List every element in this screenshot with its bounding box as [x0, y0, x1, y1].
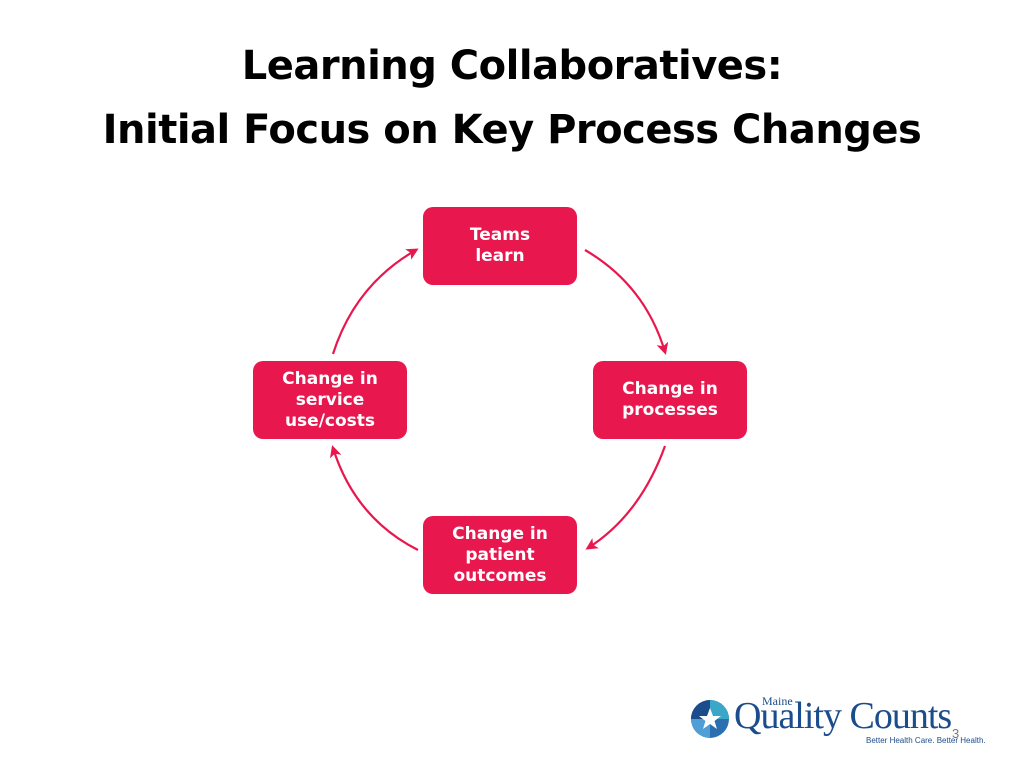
arrow-top-to-right [584, 249, 669, 355]
logo-globe-star-icon [691, 700, 729, 738]
arrow-right-to-bottom [585, 445, 667, 550]
title-line-1: Learning Collaboratives: [241, 43, 783, 89]
slide-title: Learning Collaboratives: Initial Focus o… [0, 34, 1024, 162]
node-teams-learn: Teams learn [423, 207, 577, 285]
logo-small-text: Maine [762, 694, 793, 708]
logo-tagline: Better Health Care. Better Health. [866, 736, 986, 745]
arrow-bottom-to-left [329, 445, 419, 551]
node-teams-learn-label: Teams learn [469, 225, 531, 266]
node-change-in-service-use-costs: Change in service use/costs [253, 361, 407, 439]
maine-quality-counts-logo: Maine Quality Counts Better Health Care.… [690, 694, 1000, 750]
node-change-in-processes-label: Change in processes [622, 379, 718, 420]
arrow-left-to-top [331, 248, 419, 355]
node-change-in-service-use-costs-label: Change in service use/costs [282, 368, 378, 431]
node-change-in-processes: Change in processes [593, 361, 747, 439]
node-change-in-patient-outcomes-label: Change in patient outcomes [452, 523, 548, 586]
logo-name-text: Quality Counts [734, 695, 952, 737]
title-line-2: Initial Focus on Key Process Changes [102, 107, 922, 153]
page-number: 3 [952, 726, 960, 741]
node-change-in-patient-outcomes: Change in patient outcomes [423, 516, 577, 594]
